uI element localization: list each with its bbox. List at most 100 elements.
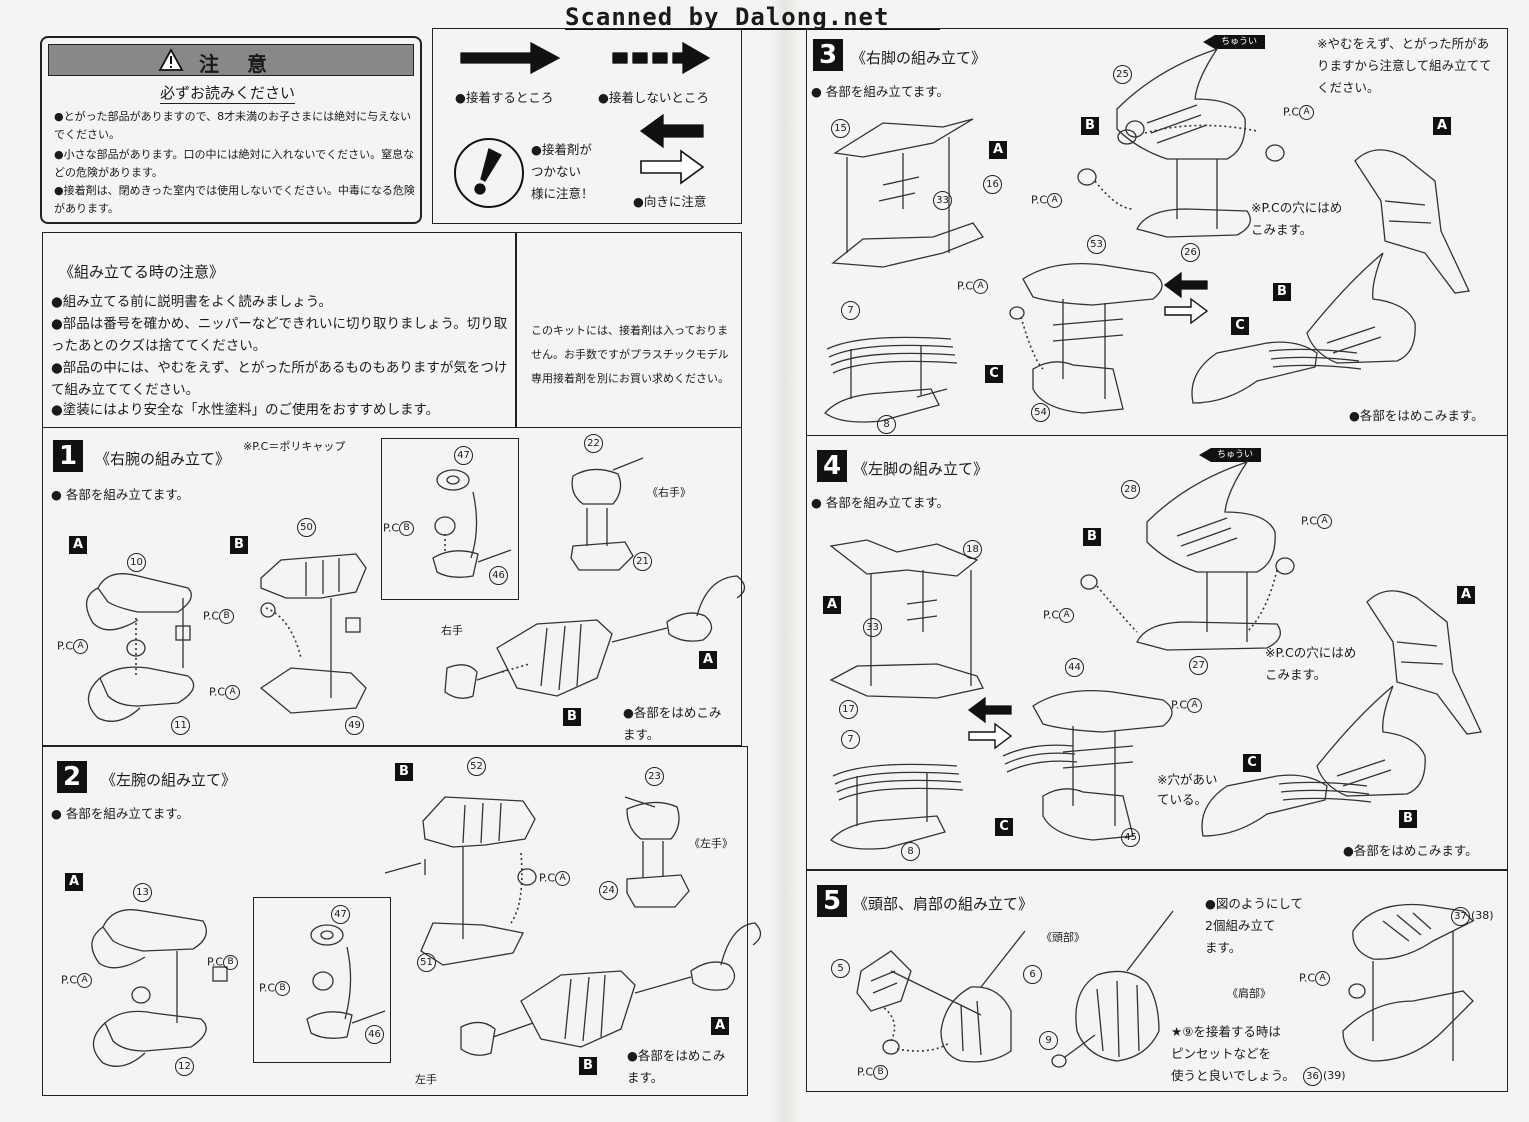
right-hand-caption: 《右手》 [647,486,691,499]
part-18-label: 18 [963,540,982,559]
assembly-note-2: ●部品は番号を確かめ、ニッパーなどできれいに切り取りましょう。切り取ったあとのク… [51,316,508,354]
step-3-pc-hole-note: ※P.Cの穴にはめ こみます。 [1251,200,1343,237]
part-44-label: 44 [1065,658,1084,677]
right-hand-label: 右手 [441,624,463,637]
caution-item-3: ●接着剤は、閉めきった室内では使用しないでください。中毒になる危険があります。 [54,184,415,215]
step-3-tag-a-right: A [1433,117,1451,135]
step-1-tag-a: A [69,536,87,554]
assembly-notes-title: 《組み立てる時の注意》 [59,263,225,281]
right-leg-lower-a-drawing [1354,149,1470,294]
part-54-label: 54 [1031,403,1050,422]
no-glue-dashed-arrow-icon [612,41,711,75]
caution-title: 注 意 [199,52,271,76]
step-3-sharp-note: ※やむをえず、とがった所がありますから注意して組み立ててください。 [1317,36,1492,95]
left-leg-knee-drawing [1002,689,1173,841]
part-13-label: 13 [133,883,152,902]
part-22-label: 22 [584,434,603,453]
part-16-label: 16 [983,175,1002,194]
step-1-pc-detail-box [381,438,519,600]
right-leg-upper-drawing [1116,47,1251,238]
left-arm-part-b-drawing [384,796,537,966]
part-47-label: 47 [454,446,473,465]
caution-subtitle: 必ずお読みください [160,84,296,104]
right-arm-part-b-drawing [259,553,367,714]
assembly-note-4: ●塗装にはより安全な「水性塗料」のご使用をおすすめします。 [51,402,440,418]
part-15-label: 15 [831,119,850,138]
step-2-title: 《左腕の組み立て》 [101,771,237,789]
header-underline [565,28,940,30]
direction-arrows-icon [639,113,705,185]
exclamation-icon [454,138,524,208]
step-4-pc-pieces [1080,557,1295,633]
caution-item-1: ●とがった部品がありますので、8才未満のお子さまには絶対に与えないでください。 [54,110,412,141]
legend-direction-label: ●向きに注意 [633,194,707,209]
step-2-tag-a: A [65,873,83,891]
step-2-number: 2 [57,761,87,793]
step-3-chuui-badge: ちゅうい [1203,35,1266,49]
part-10-label: 10 [127,553,146,572]
step-5-number: 5 [817,885,847,917]
part-21-label: 21 [633,552,652,571]
step-1-instruction: ● 各部を組み立てます。 [51,487,190,502]
legend-glue-warning: ●接着剤が つかない 様に注意！ [531,142,594,201]
right-leg-cables-drawing [824,336,958,423]
step-2-instruction: ● 各部を組み立てます。 [51,806,190,821]
step-3-title: 《右脚の組み立て》 [851,49,987,67]
step-4-tag-a-right: A [1457,586,1475,604]
step-2-tag-b-assembled: B [579,1057,597,1075]
step-3-tag-b-right: B [1273,283,1291,301]
part-11-label: 11 [171,716,190,735]
step-1-title: 《右腕の組み立て》 [95,450,231,468]
assembly-note-1: ●組み立てる前に説明書をよく読みましょう。 [51,294,332,310]
pc-detail-drawing [432,469,512,578]
left-leg-frame-drawing [829,539,984,699]
step-3-instruction: ● 各部を組み立てます。 [811,84,950,99]
left-arm-assembled-drawing [460,922,762,1056]
part-6-label: 6 [1023,965,1042,984]
step-3-direction-icon [1163,271,1209,325]
step-4-fit-note: ●各部をはめこみます。 [1343,843,1478,858]
step-4-chuui-badge: ちゅうい [1199,448,1262,462]
left-hand-label: 左手 [415,1073,437,1086]
step-1-panel: 1 《右腕の組み立て》 ※P.C＝ポリキャップ ● 各部を組み立てます。 A B… [42,428,746,746]
right-hand-drawing [570,457,644,571]
part-51-label: 51 [417,953,436,972]
part-26-label: 26 [1181,243,1200,262]
step-1-pc-note: ※P.C＝ポリキャップ [243,440,346,453]
assembly-notes-box: 《組み立てる時の注意》 ●組み立てる前に説明書をよく読みましょう。 ●部品は番号… [42,232,742,428]
part-33b-label: 33 [863,618,882,637]
step-3-tag-c-right: C [1231,317,1249,335]
part-8b-label: 8 [901,842,920,861]
step-4-tag-c-right: C [1243,754,1261,772]
warning-triangle-icon [158,48,184,71]
part-25-label: 25 [1113,65,1132,84]
assembly-note-3: ●部品の中には、やむをえず、とがった所があるものもありますが気をつけて組み立てて… [51,360,508,398]
part-8-label: 8 [877,415,896,434]
step-3-tag-c-knee: C [985,365,1003,383]
page-fold [770,0,800,1122]
step-4-direction-icon [967,696,1013,750]
step-3-number: 3 [813,39,843,71]
step-4-tag-b-upper: B [1083,528,1101,546]
step-4-tag-b-right: B [1399,810,1417,828]
assembled-head-drawing [1051,910,1174,1068]
part-46b-label: 46 [365,1025,384,1044]
scan-credit: Scanned by Dalong.net [565,3,890,31]
part-52-label: 52 [467,757,486,776]
notes-divider [515,233,517,427]
right-leg-frame-drawing [831,118,985,268]
step-2-pc-detail-drawing [306,924,386,1039]
part-12-label: 12 [175,1057,194,1076]
step-4-number: 4 [817,450,847,482]
